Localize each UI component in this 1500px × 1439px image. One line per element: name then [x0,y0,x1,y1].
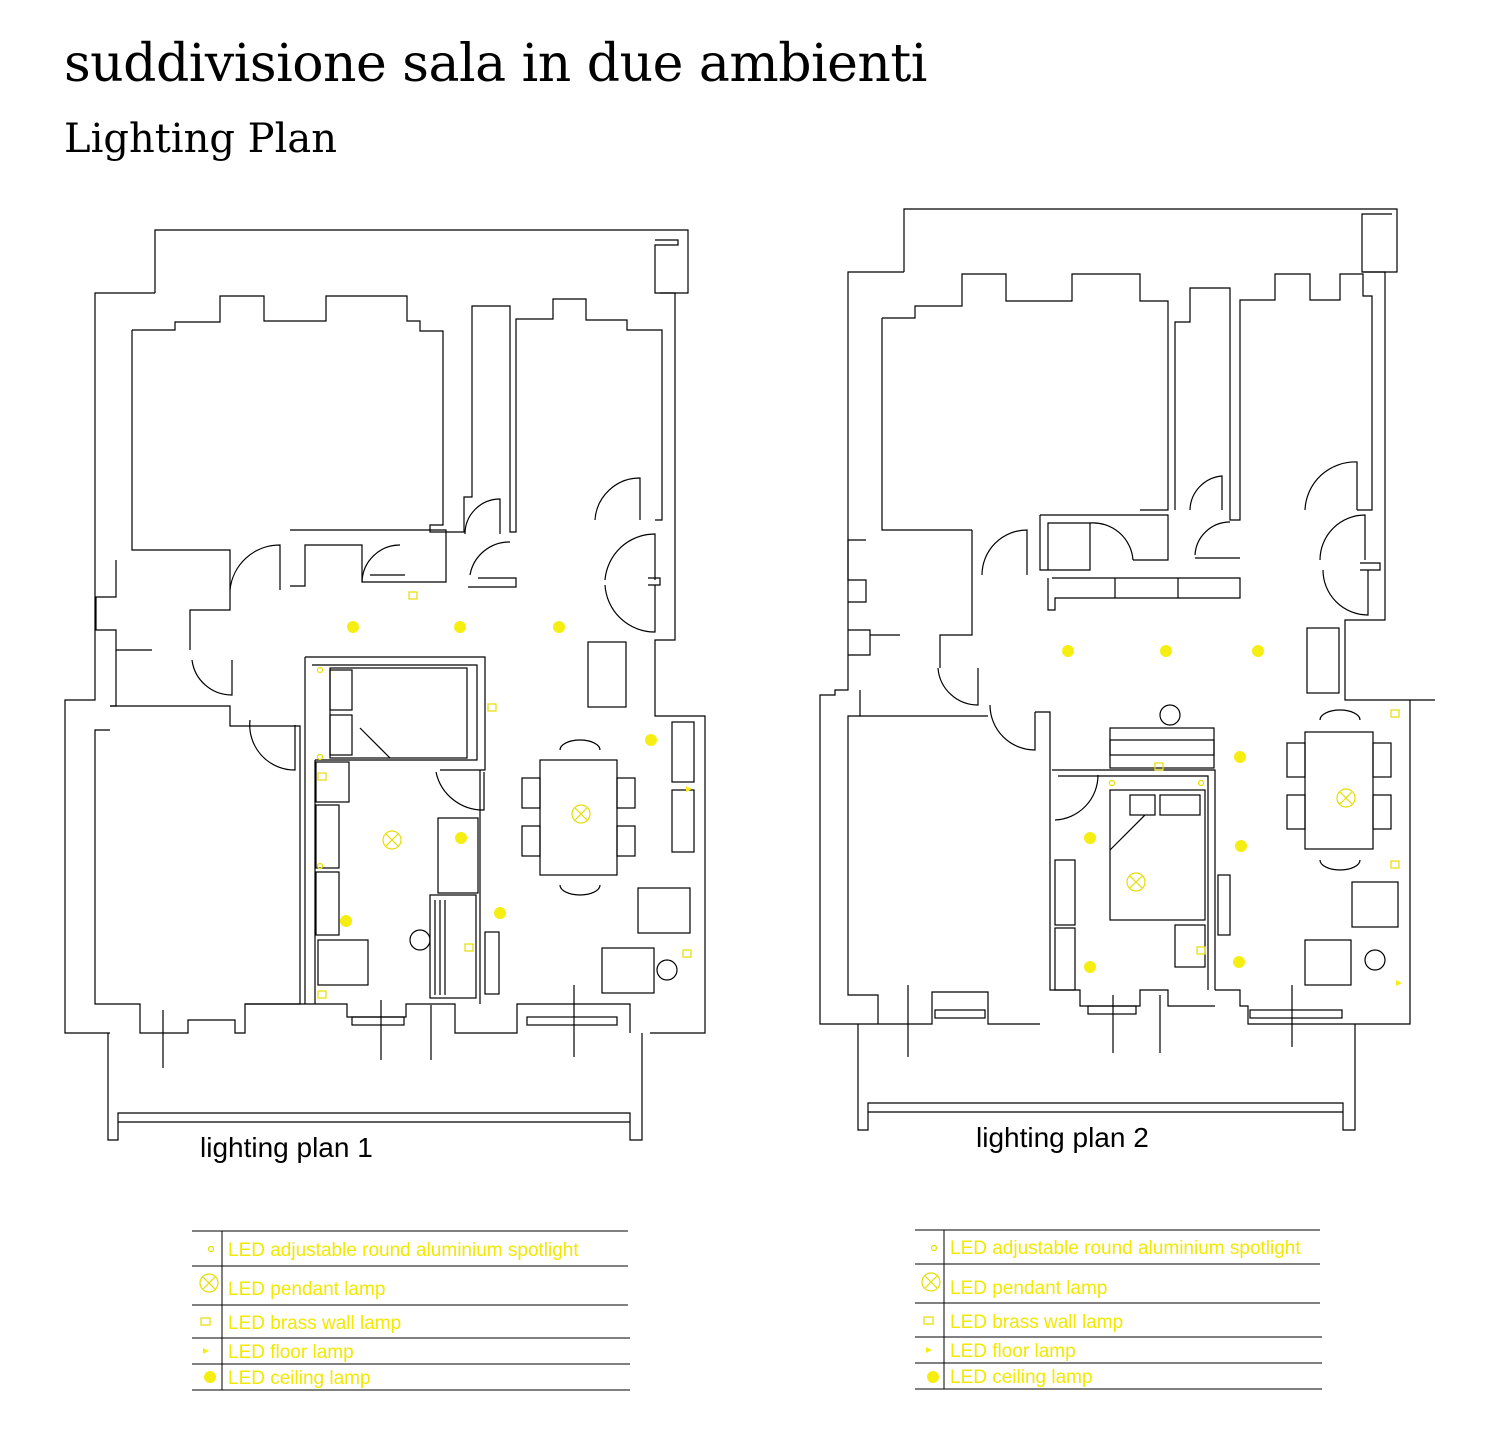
spotlight [1197,779,1205,787]
legend-2-label: LED ceiling lamp [950,1367,1093,1388]
legend-1-label: LED brass wall lamp [228,1313,401,1334]
ceiling-lamp [1084,832,1096,844]
wall-lamp [1390,860,1400,869]
pendant-icon [199,1273,219,1293]
spotlight [316,862,324,870]
pendant-lamp [571,804,591,824]
wall-lamp [408,591,418,600]
floor-lamp-icon [926,1347,932,1353]
wall-lamp [317,990,327,999]
legend-1-label: LED pendant lamp [228,1279,385,1300]
wall-lamp [1154,762,1164,771]
spotlight-icon [207,1245,215,1253]
ceiling-lamp [1233,956,1245,968]
floor-lamp-icon [203,1348,209,1354]
page-title: suddivisione sala in due ambienti [64,34,927,94]
legend-2-label: LED adjustable round aluminium spotlight [950,1238,1301,1259]
ceiling-lamp [1160,645,1172,657]
ceiling-lamp [494,907,506,919]
ceiling-lamp [454,621,466,633]
plan-2-lamps [1062,645,1402,986]
plan-1-walls [64,229,706,1141]
plan-2-label: lighting plan 2 [976,1122,1149,1153]
legend-1-label: LED adjustable round aluminium spotlight [228,1240,579,1261]
ceiling-lamp [340,915,352,927]
ceiling-lamp [1062,645,1074,657]
wall-lamp [1390,709,1400,718]
ceiling-lamp [1084,961,1096,973]
floor-plan-2 [819,208,1435,1131]
spotlight-icon [930,1244,938,1252]
wall-lamp-icon [200,1317,211,1326]
pendant-lamp [1336,788,1356,808]
legend-1: LED adjustable round aluminium spotlight… [192,1230,630,1391]
legend-1-label: LED floor lamp [228,1342,354,1363]
spotlight [316,753,324,761]
plan-1-lamps [316,591,692,999]
wall-lamp [1196,946,1206,955]
ceiling-lamp [347,621,359,633]
wall-lamp [487,703,497,712]
legend-2: LED adjustable round aluminium spotlight… [915,1229,1322,1390]
ceiling-lamp [1252,645,1264,657]
ceiling-lamp [645,734,657,746]
legend-2-label: LED brass wall lamp [950,1312,1123,1333]
legend-1-label: LED ceiling lamp [228,1368,371,1389]
ceiling-lamp [1235,840,1247,852]
wall-lamp [682,949,692,958]
floor-lamp [1396,980,1402,986]
ceiling-lamp [553,621,565,633]
legend-2-label: LED pendant lamp [950,1278,1107,1299]
plan-2-walls [819,208,1435,1131]
pendant-icon [921,1272,941,1292]
wall-lamp-icon [923,1316,934,1325]
ceiling-lamp-icon [927,1371,939,1383]
pendant-lamp [382,830,402,850]
spotlight [1108,779,1116,787]
wall-lamp [464,943,474,952]
ceiling-lamp [455,832,467,844]
spotlight [316,666,324,674]
legend-2-label: LED floor lamp [950,1341,1076,1362]
pendant-lamp [1126,872,1146,892]
ceiling-lamp [1234,751,1246,763]
plan-1-label: lighting plan 1 [200,1132,373,1163]
page-subtitle: Lighting Plan [64,116,337,162]
ceiling-lamp-icon [204,1371,216,1383]
floor-lamp [686,786,692,792]
wall-lamp [317,772,327,781]
floor-plan-1 [64,229,706,1141]
